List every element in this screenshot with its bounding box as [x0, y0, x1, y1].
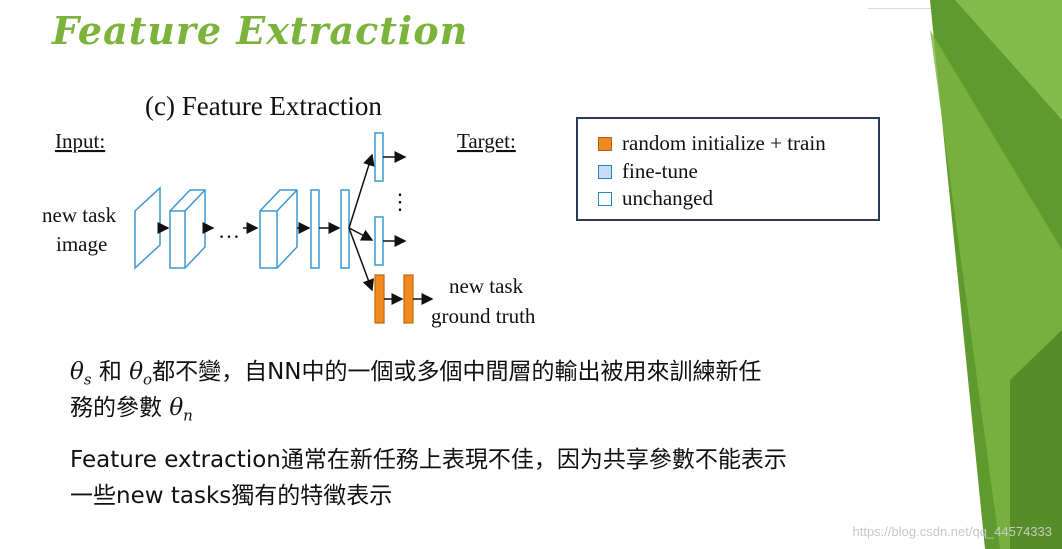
- legend-swatch-blue: [598, 164, 612, 179]
- watermark: https://blog.csdn.net/qq_44574333: [852, 524, 1053, 539]
- input-label: Input:: [55, 129, 105, 153]
- head-new-1: [374, 274, 385, 324]
- legend-label-finetune: fine-tune: [622, 159, 698, 183]
- output-text-line2: ground truth: [431, 304, 536, 328]
- feature-extraction-figure: (c) Feature Extraction Input: Target: ne…: [42, 91, 536, 328]
- legend-swatch-white: [598, 191, 612, 206]
- target-label: Target:: [457, 129, 516, 153]
- legend-swatch-orange: [598, 136, 612, 151]
- output-text-line1: new task: [449, 274, 524, 298]
- legend: random initialize + train fine-tune unch…: [576, 117, 880, 221]
- paragraph-1-rest: 都不變，自NN中的一個或多個中間層的輸出被用來訓練新任: [152, 359, 762, 385]
- theta-s: θs: [70, 359, 92, 389]
- fc-layer-2: [340, 189, 350, 269]
- head-new-2: [403, 274, 414, 324]
- theta-o: θo: [129, 359, 153, 389]
- layer-1: [134, 186, 161, 270]
- theta-n: θn: [169, 395, 193, 425]
- legend-item-unchanged: unchanged: [598, 186, 713, 211]
- paragraph-1-line2-text: 務的參數: [70, 395, 162, 421]
- legend-label-unchanged: unchanged: [622, 186, 713, 210]
- head-unchanged-1: [374, 132, 384, 182]
- paragraph-1-line-1: θs 和 θo都不變，自NN中的一個或多個中間層的輸出被用來訓練新任: [70, 356, 762, 396]
- and-text: 和: [98, 359, 122, 385]
- paragraph-1-line-2: 務的參數 θn: [70, 392, 193, 432]
- fc-layer-1: [310, 189, 320, 269]
- input-text-line1: new task: [42, 203, 117, 227]
- layer-2: [169, 189, 206, 269]
- layer-3: [259, 189, 298, 269]
- slide-title: Feature Extraction: [52, 8, 469, 53]
- legend-item-random: random initialize + train: [598, 131, 826, 156]
- input-text-line2: image: [56, 232, 107, 256]
- figure-caption: (c) Feature Extraction: [145, 91, 382, 121]
- ellipsis-horizontal: …: [218, 218, 240, 243]
- ellipsis-vertical: ⋮: [389, 189, 411, 214]
- head-unchanged-2: [374, 216, 384, 266]
- legend-label-random: random initialize + train: [622, 131, 826, 155]
- paragraph-2-line-2: 一些new tasks獨有的特徵表示: [70, 483, 393, 509]
- paragraph-2-line-1: Feature extraction通常在新任務上表現不佳，因为共享參數不能表示: [70, 447, 787, 473]
- legend-item-finetune: fine-tune: [598, 159, 698, 184]
